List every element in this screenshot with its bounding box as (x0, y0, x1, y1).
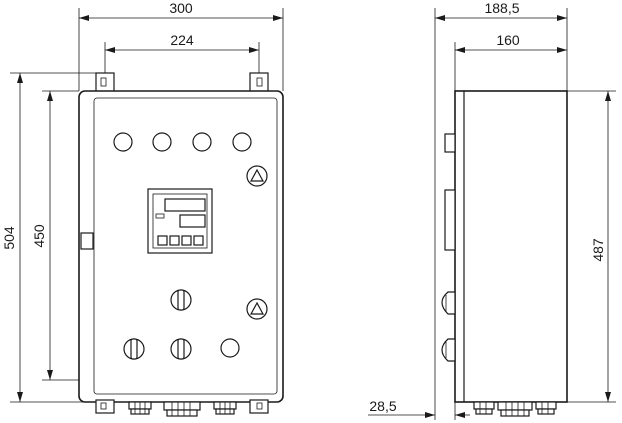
indicator-lamp-5 (220, 338, 240, 358)
mount-lug-bottom-right (249, 399, 269, 414)
digital-controller (147, 188, 213, 254)
controller-key-4 (193, 235, 204, 246)
dim-body-depth-label: 160 (496, 32, 520, 48)
warning-triangle-icon (246, 165, 268, 187)
cable-gland-2 (163, 401, 201, 417)
side-enclosure-body (454, 90, 568, 403)
controller-key-3 (181, 235, 192, 246)
cable-gland-3 (213, 401, 237, 415)
indicator-lamp-1 (113, 132, 133, 152)
selector-switch-1 (170, 289, 192, 311)
dim-body-height-label: 450 (31, 224, 47, 248)
mount-lug-top-right (249, 72, 269, 94)
warning-triangle-icon-lower (246, 298, 268, 320)
controller-display-lower (179, 214, 206, 228)
side-dimensions: 188,5 160 487 28,5 (368, 0, 616, 420)
front-dimensions: 300 224 504 450 (1, 0, 284, 403)
side-cable-gland-1 (473, 401, 495, 415)
dim-mount-spacing-label: 224 (170, 32, 194, 48)
mount-lug-bottom-left (95, 399, 115, 414)
dim-total-height-label: 504 (1, 226, 17, 250)
dim-side-height-label: 487 (590, 238, 606, 262)
side-view (441, 90, 568, 417)
side-hinge-upper (444, 133, 456, 153)
mount-lug-top-left (95, 72, 115, 94)
side-knob-lower (441, 338, 456, 362)
controller-key-2 (169, 235, 180, 246)
cable-gland-1 (128, 401, 152, 415)
controller-key-1 (157, 235, 168, 246)
door-latch (80, 232, 94, 250)
front-view (78, 72, 284, 417)
side-cable-gland-3 (535, 401, 557, 415)
dim-offset-label: 28,5 (369, 398, 396, 414)
dim-depth-label: 188,5 (484, 0, 519, 16)
side-panel-protrusion (444, 189, 456, 251)
controller-display-upper (164, 198, 206, 212)
indicator-lamp-3 (192, 132, 212, 152)
selector-switch-3 (170, 338, 192, 360)
enclosure-door (93, 97, 278, 395)
side-cable-gland-2 (497, 401, 533, 417)
side-knob-upper (441, 291, 456, 315)
indicator-lamp-4 (232, 132, 252, 152)
indicator-lamp-2 (152, 132, 172, 152)
selector-switch-2 (123, 338, 145, 360)
dim-width-label: 300 (169, 0, 193, 16)
